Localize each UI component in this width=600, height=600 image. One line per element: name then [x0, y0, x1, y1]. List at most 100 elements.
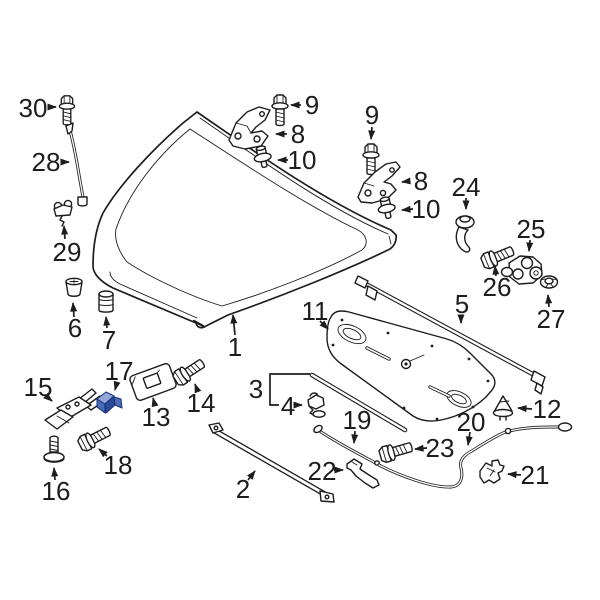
callout-label-9-left[interactable]: 9 [305, 90, 319, 120]
part-2-front-strip[interactable] [208, 422, 335, 503]
callout-label-9-right[interactable]: 9 [365, 100, 379, 130]
callout-1: 1 [228, 314, 242, 362]
callout-7: 7 [102, 316, 116, 355]
callout-24: 24 [452, 172, 481, 210]
leader-11 [319, 320, 329, 330]
callout-label-28[interactable]: 28 [32, 147, 61, 177]
leader-10-right [401, 205, 414, 213]
part-9-bolt-left[interactable] [271, 94, 289, 127]
callout-3: 3 [249, 373, 310, 406]
callout-8-left: 8 [275, 119, 305, 149]
part-7-bump-stop[interactable] [98, 290, 114, 313]
callout-8-right: 8 [401, 166, 428, 196]
callout-label-3[interactable]: 3 [249, 374, 263, 404]
part-16-screw[interactable] [43, 435, 65, 463]
part-28-prop-rod[interactable] [65, 122, 88, 207]
part-15-bracket[interactable] [44, 388, 105, 430]
part-3-seal-strip[interactable] [309, 372, 408, 433]
callout-9-right: 9 [365, 100, 379, 140]
leader-19 [351, 430, 359, 444]
callout-label-4[interactable]: 4 [281, 391, 295, 421]
callout-label-18[interactable]: 18 [104, 450, 133, 480]
callout-label-25[interactable]: 25 [517, 214, 546, 244]
callout-26: 26 [483, 265, 512, 302]
callout-label-11[interactable]: 11 [302, 296, 329, 326]
part-10-bolt-left[interactable] [251, 143, 274, 170]
leader-2 [247, 470, 256, 481]
part-22-hook[interactable] [346, 458, 380, 489]
part-29-clip[interactable] [53, 199, 73, 227]
part-24-safety-catch[interactable] [455, 215, 475, 253]
callout-label-8-left[interactable]: 8 [291, 119, 305, 149]
callout-6: 6 [68, 302, 82, 343]
callout-label-10-right[interactable]: 10 [412, 194, 441, 224]
callout-label-10-left[interactable]: 10 [288, 145, 317, 175]
callout-label-29[interactable]: 29 [53, 237, 82, 267]
callout-label-30[interactable]: 30 [19, 93, 48, 123]
leader-25 [526, 239, 534, 252]
callout-18: 18 [98, 448, 133, 480]
part-4-clip[interactable] [307, 392, 326, 418]
part-8-hinge-left[interactable] [228, 106, 271, 150]
callout-label-17[interactable]: 17 [105, 356, 134, 386]
part-5-cowl-strip[interactable] [354, 275, 546, 395]
leader-6 [70, 302, 78, 318]
callout-label-16[interactable]: 16 [42, 476, 71, 506]
callout-label-21[interactable]: 21 [521, 460, 550, 490]
callout-5: 5 [455, 289, 469, 324]
part-19-release-cable-front[interactable] [313, 424, 380, 466]
callout-label-14[interactable]: 14 [187, 388, 216, 418]
part-9-bolt-right[interactable] [362, 143, 380, 176]
callout-label-24[interactable]: 24 [452, 172, 481, 202]
part-11-insulator-pad[interactable] [326, 310, 496, 422]
leader-12 [517, 405, 533, 413]
callout-11: 11 [302, 296, 329, 330]
part-1-hood-panel[interactable] [92, 111, 398, 329]
callout-label-7[interactable]: 7 [102, 325, 116, 355]
part-27-nut[interactable] [539, 275, 559, 289]
part-13-striker-plate[interactable] [129, 363, 177, 402]
callout-label-12[interactable]: 12 [533, 394, 562, 424]
part-6-bump-stop[interactable] [65, 277, 83, 297]
leader-14 [194, 383, 202, 394]
part-14-bolt[interactable] [170, 355, 208, 388]
callout-label-13[interactable]: 13 [142, 402, 171, 432]
callout-label-27[interactable]: 27 [537, 304, 566, 334]
callout-label-2[interactable]: 2 [236, 474, 250, 504]
callout-label-6[interactable]: 6 [68, 313, 82, 343]
callout-label-23[interactable]: 23 [426, 433, 455, 463]
callout-label-15[interactable]: 15 [24, 372, 53, 402]
callout-10-left: 10 [277, 145, 317, 175]
part-12-grommet[interactable] [492, 395, 514, 421]
callout-4: 4 [281, 391, 303, 421]
leader-13 [151, 397, 159, 408]
callout-16: 16 [42, 467, 71, 506]
callout-label-1[interactable]: 1 [228, 332, 242, 362]
callout-12: 12 [517, 394, 562, 424]
callout-20: 20 [457, 407, 486, 446]
callout-13: 13 [142, 397, 171, 432]
callout-9-left: 9 [290, 90, 319, 120]
part-25-hood-latch[interactable] [500, 255, 543, 285]
callout-25: 25 [517, 214, 546, 252]
part-21-cable-clip[interactable] [479, 459, 505, 484]
callout-label-5[interactable]: 5 [455, 289, 469, 319]
part-20-release-cable-rear[interactable] [377, 422, 573, 489]
callout-label-22[interactable]: 22 [308, 456, 337, 486]
leader-8-right [401, 177, 411, 185]
part-30-bolt[interactable] [58, 95, 76, 126]
part-23-bolt[interactable] [377, 438, 415, 465]
leader-15 [43, 392, 53, 402]
callout-15: 15 [24, 372, 53, 402]
callout-label-19[interactable]: 19 [343, 405, 372, 435]
callout-label-8-right[interactable]: 8 [414, 166, 428, 196]
part-8-hinge-right[interactable] [357, 161, 401, 204]
part-17-clip-highlighted[interactable] [96, 391, 123, 414]
callout-label-20[interactable]: 20 [457, 407, 486, 437]
part-18-bolt[interactable] [75, 422, 114, 454]
callout-10-right: 10 [401, 194, 441, 224]
callout-27: 27 [537, 294, 566, 334]
callout-label-26[interactable]: 26 [483, 272, 512, 302]
